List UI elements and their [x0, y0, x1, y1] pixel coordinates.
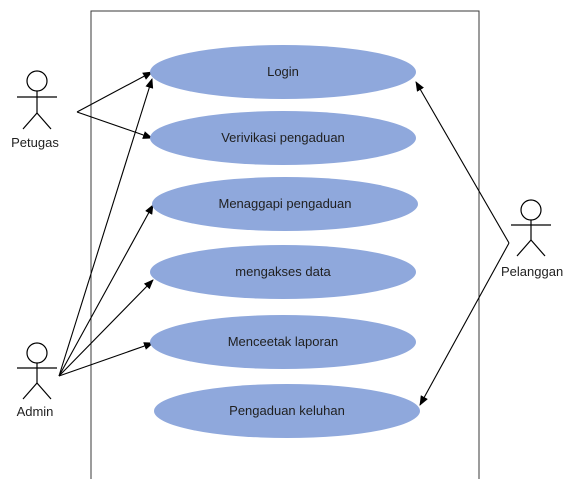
association-arrow-admin-menanggapi	[58, 204, 154, 377]
use-case-login[interactable]: Login	[150, 45, 416, 99]
association-arrow-pelanggan-pengaduan	[419, 242, 510, 406]
use-case-pengaduan[interactable]: Pengaduan keluhan	[154, 384, 420, 438]
association-arrow-pelanggan-login	[415, 81, 510, 244]
use-case-mengakses[interactable]: mengakses data	[150, 245, 416, 299]
use-case-label: Menaggapi pengaduan	[218, 196, 351, 211]
actor-label: Petugas	[11, 135, 59, 150]
use-case-ellipse	[154, 384, 420, 438]
use-case-label: mengakses data	[235, 264, 331, 279]
association-arrow-admin-mengakses	[58, 279, 154, 377]
use-case-label: Pengaduan keluhan	[229, 403, 345, 418]
use-case-ellipse	[150, 45, 416, 99]
use-case-verifikasi[interactable]: Verivikasi pengaduan	[150, 111, 416, 165]
use-case-label: Menceetak laporan	[228, 334, 339, 349]
actor-pelanggan[interactable]: Pelanggan	[501, 199, 563, 279]
association-arrow-petugas-login	[76, 71, 153, 113]
use-case-label: Login	[267, 64, 299, 79]
stick-figure-icon	[17, 70, 57, 130]
use-case-ellipse	[150, 245, 416, 299]
use-case-ellipse	[152, 177, 418, 231]
association-arrow-admin-mencetak	[58, 342, 154, 377]
association-arrow-admin-login	[58, 78, 154, 377]
stick-figure-icon	[17, 342, 57, 400]
actor-label: Admin	[17, 404, 54, 419]
actor-label: Pelanggan	[501, 264, 563, 279]
use-case-ellipse	[150, 315, 416, 369]
actor-petugas[interactable]: Petugas	[11, 70, 59, 150]
use-case-mencetak[interactable]: Menceetak laporan	[150, 315, 416, 369]
association-arrow-petugas-verifikasi	[76, 111, 153, 139]
actor-admin[interactable]: Admin	[17, 342, 57, 419]
use-case-menanggapi[interactable]: Menaggapi pengaduan	[152, 177, 418, 231]
associations	[58, 71, 510, 406]
use-case-ellipse	[150, 111, 416, 165]
stick-figure-icon	[511, 199, 551, 257]
use-case-label: Verivikasi pengaduan	[221, 130, 345, 145]
